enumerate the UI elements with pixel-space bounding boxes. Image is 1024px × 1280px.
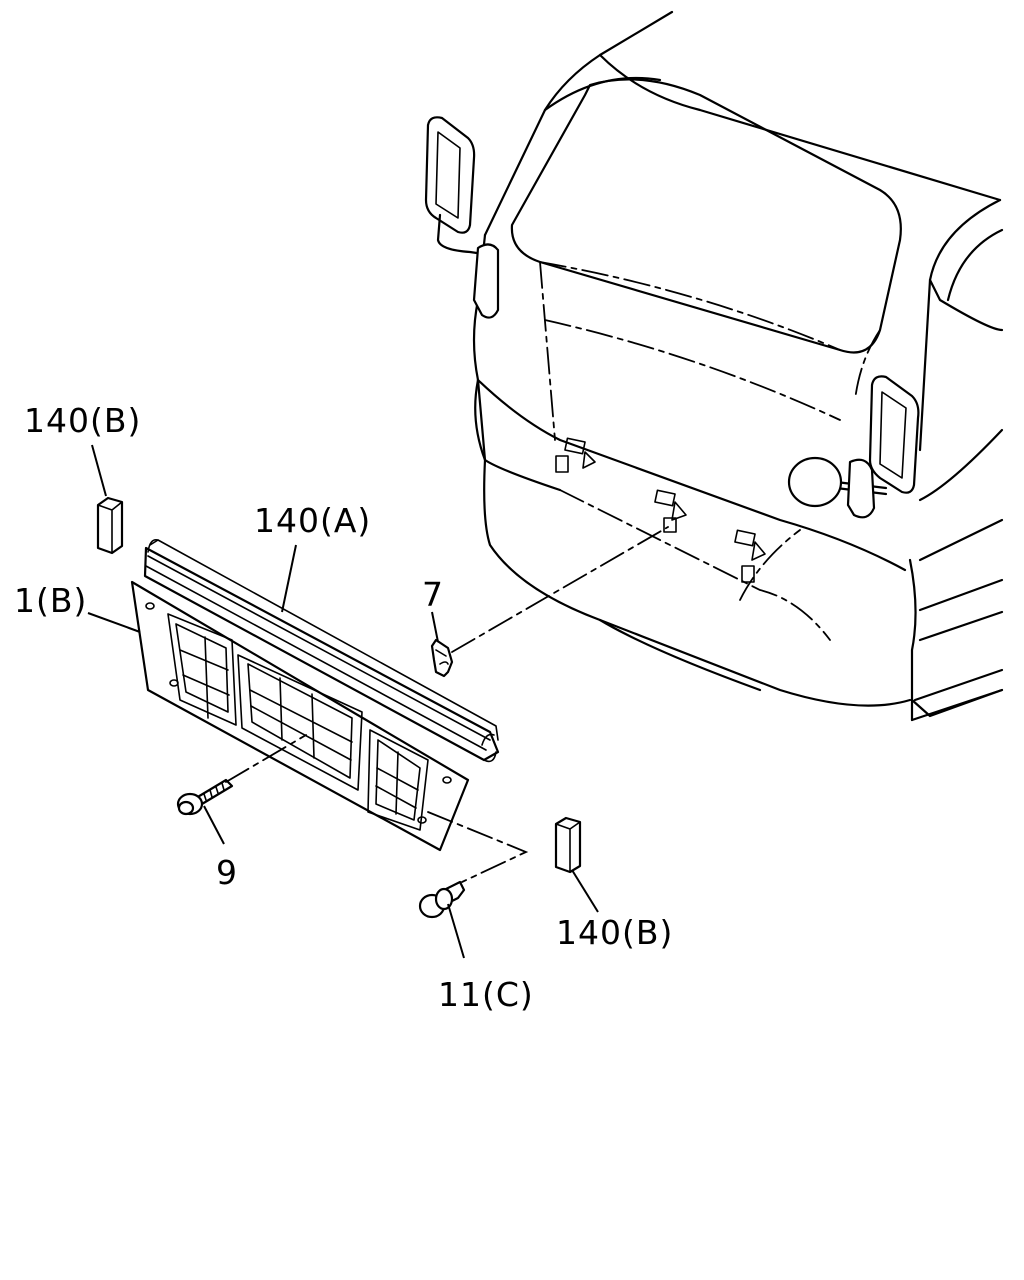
spacer-block-bottom-right <box>554 816 582 874</box>
left-mirror <box>424 116 500 319</box>
right-mirror <box>787 375 920 519</box>
callout-140a: 140(A) <box>254 501 371 540</box>
callout-1b: 1(B) <box>14 581 87 620</box>
callout-140b-bottom-right: 140(B) <box>556 913 673 952</box>
assembly-lines <box>225 526 669 883</box>
callout-9: 9 <box>216 853 238 892</box>
windshield <box>510 78 902 354</box>
panel-clip-slot-left <box>555 437 596 473</box>
push-clip <box>418 880 466 919</box>
leader-lines <box>87 444 599 959</box>
truck-cab <box>424 10 1004 722</box>
flange-bolt <box>176 778 234 816</box>
callout-140b-top-left: 140(B) <box>24 401 141 440</box>
front-grille <box>130 580 470 852</box>
panel-clip-slot-center <box>654 489 687 533</box>
spacer-block-top-left <box>96 496 124 555</box>
grille-molding <box>143 538 500 763</box>
callout-11c: 11(C) <box>438 975 534 1014</box>
retainer-clip <box>430 638 454 678</box>
callout-7: 7 <box>422 575 444 614</box>
panel-clip-slot-right <box>734 529 766 583</box>
